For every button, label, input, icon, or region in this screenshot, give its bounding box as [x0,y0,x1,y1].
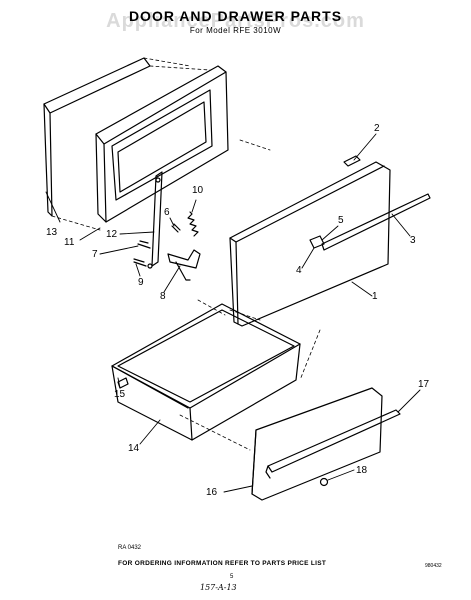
drawer-handle [265,409,401,479]
watermark: AppliancePartsPros.com [106,10,365,32]
callout-18: 18 [356,465,368,476]
callout-4: 4 [296,265,302,276]
callout-10: 10 [192,185,204,196]
callout-5: 5 [338,215,344,226]
diagram-title: DOOR AND DRAWER PARTS [128,8,343,24]
drawer-body [111,303,301,441]
page-number: 5 [230,574,234,580]
ordering-info: FOR ORDERING INFORMATION REFER TO PARTS … [118,560,327,567]
drawer-screw [319,477,329,487]
callout-15: 15 [114,389,126,400]
callout-11: 11 [64,237,75,248]
callout-1: 1 [372,291,378,302]
panel-handle-rod [321,193,431,251]
callout-7: 7 [92,249,98,260]
drawer-front-panel [229,161,391,327]
handwritten-note: 157-A-13 [200,583,237,592]
callout-8: 8 [160,291,166,302]
projection-lines [51,57,321,451]
hinge-bracket [167,249,201,281]
callout-14: 14 [128,443,140,454]
callout-16: 16 [206,487,218,498]
hinge-spring [187,211,199,237]
door-hinge-arm [151,171,163,267]
right-code: 980432 [425,563,442,569]
callout-13: 13 [46,227,58,238]
callout-17: 17 [418,379,430,390]
callout-12: 12 [106,229,118,240]
callout-9: 9 [138,277,144,288]
drawing-code: RA 0432 [118,545,142,551]
callout-2: 2 [374,123,380,134]
lower-drawer-front [251,387,383,501]
small-screws [133,223,181,269]
callout-3: 3 [410,235,416,246]
callout-6: 6 [164,207,170,218]
model-label: For Model RFE 3010W [189,26,282,35]
panel-clip [343,155,361,167]
handle-end-caps [309,235,325,249]
leader-lines [45,133,421,493]
oven-door-inner-panel [95,65,229,223]
